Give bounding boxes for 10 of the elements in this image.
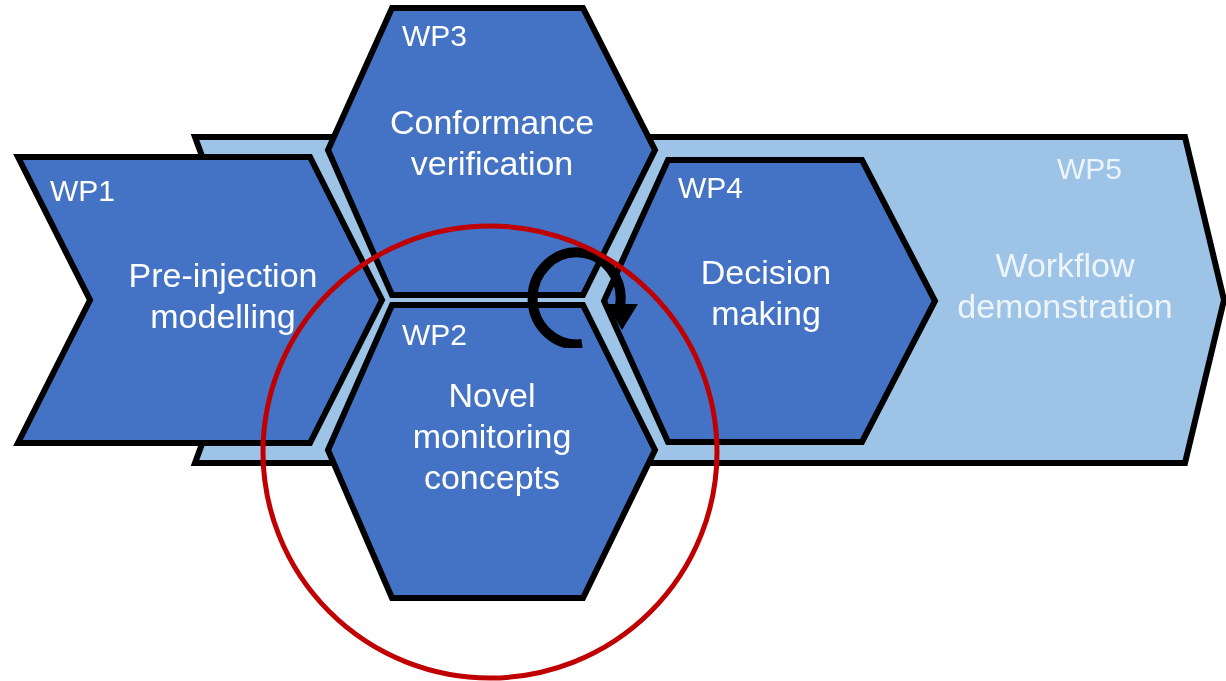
work-package-title: Conformance verification xyxy=(388,102,596,184)
work-package-number: WP2 xyxy=(402,317,467,353)
work-package-title: Decision making xyxy=(699,252,833,334)
work-package-number: WP4 xyxy=(678,170,743,206)
work-package-title: Workflow demonstration xyxy=(956,245,1174,327)
work-package-title: Pre-injection modelling xyxy=(127,255,319,337)
work-package-number: WP3 xyxy=(402,18,467,54)
work-package-number: WP5 xyxy=(1057,151,1122,187)
work-package-number: WP1 xyxy=(50,173,115,209)
work-package-title: Novel monitoring concepts xyxy=(411,375,573,498)
